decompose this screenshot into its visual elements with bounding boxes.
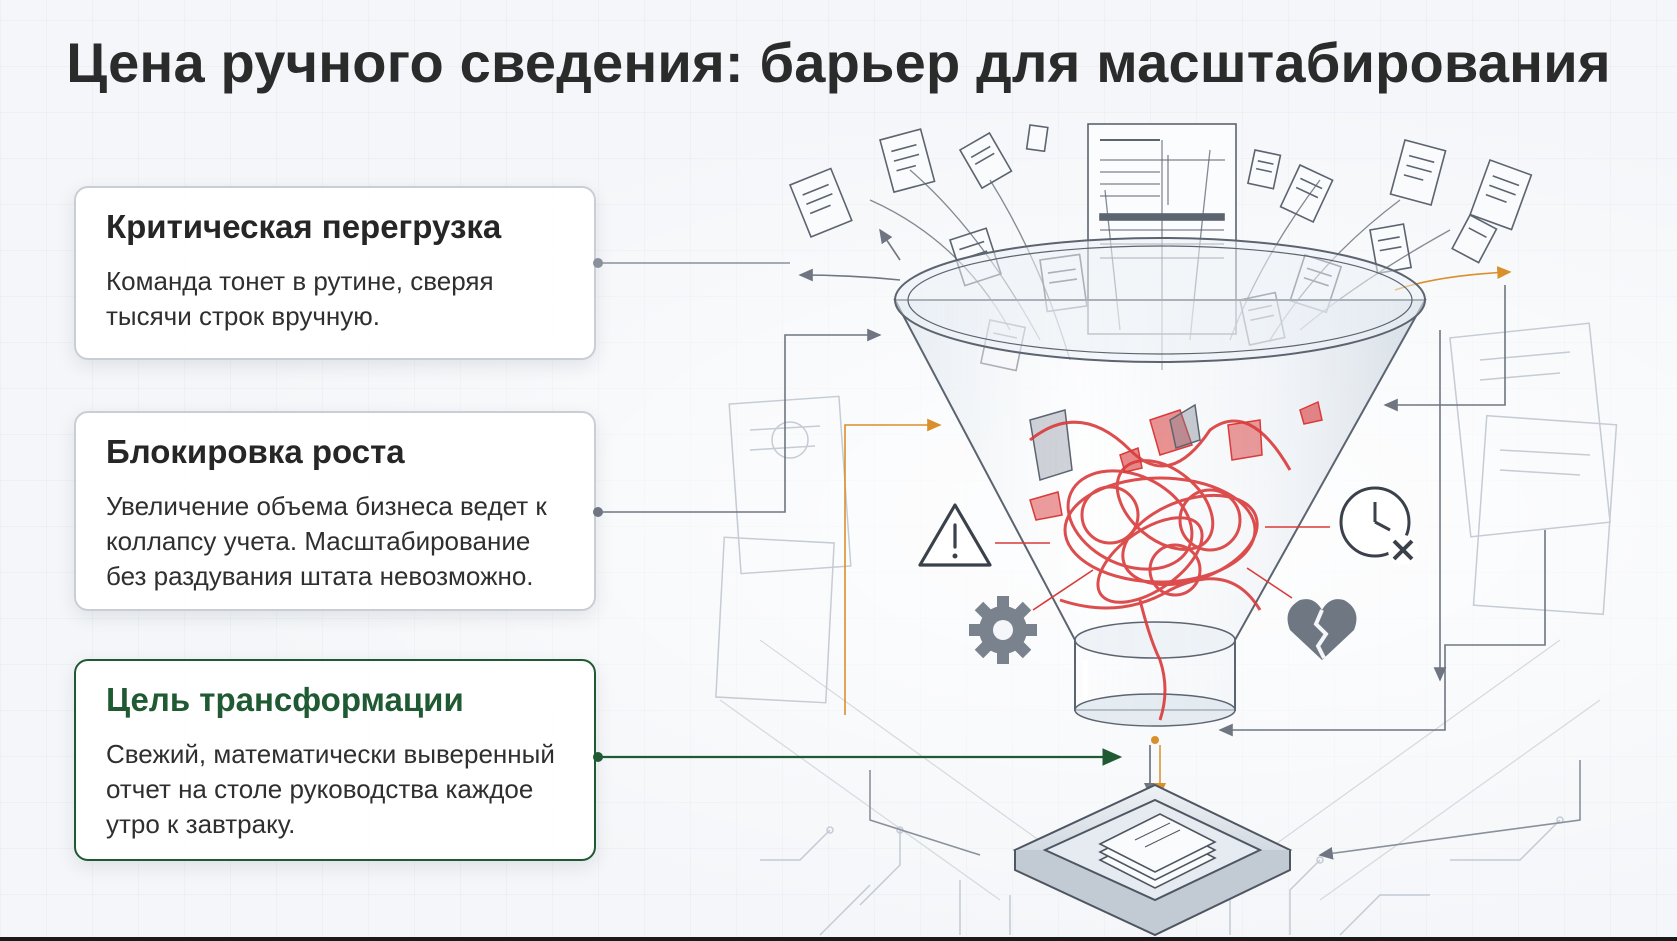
- document-icon: [1469, 158, 1533, 231]
- document-icon: [879, 128, 936, 194]
- clock-cancel-icon: [1265, 486, 1418, 565]
- document-icon: [1369, 223, 1413, 275]
- document-icon: [1389, 139, 1447, 206]
- card-text: Команда тонет в рутине, сверяя тысячи ст…: [106, 266, 494, 331]
- card-heading: Цель трансформации: [106, 681, 464, 718]
- tangle-knot: [1029, 419, 1292, 721]
- funnel: [893, 237, 1427, 727]
- card-heading: Критическая перегрузка: [106, 208, 502, 245]
- side-arrows: [798, 228, 1581, 860]
- document-icon: [958, 131, 1013, 190]
- document-icon: [1451, 213, 1498, 264]
- document-icon: [788, 167, 853, 238]
- warning-icon: [918, 503, 1050, 567]
- card-connectors: [593, 258, 1123, 766]
- circuit-traces: [760, 816, 1564, 936]
- card-heading: Блокировка роста: [106, 433, 405, 470]
- card-text: Свежий, математически выверенный отчет н…: [106, 739, 555, 839]
- document-icon: [1025, 124, 1049, 153]
- gear-icon: [969, 569, 1094, 664]
- document-stack-icon: [1098, 813, 1217, 889]
- page-title: Цена ручного сведения: барьер для масшта…: [66, 31, 1611, 94]
- card-transformation-goal: Цель трансформации Свежий, математически…: [74, 659, 596, 861]
- red-fragments: [1029, 400, 1323, 521]
- document-icon: [1246, 149, 1282, 190]
- bottom-border: [0, 937, 1677, 941]
- background-documents: [715, 322, 1618, 704]
- inbox-tray-icon: [1012, 783, 1293, 937]
- document-icon: [1279, 163, 1334, 223]
- card-text: Увеличение объема бизнеса ведет к коллап…: [106, 491, 547, 591]
- card-critical-overload: Критическая перегрузка Команда тонет в р…: [74, 186, 596, 360]
- broken-heart-icon: [1246, 567, 1357, 660]
